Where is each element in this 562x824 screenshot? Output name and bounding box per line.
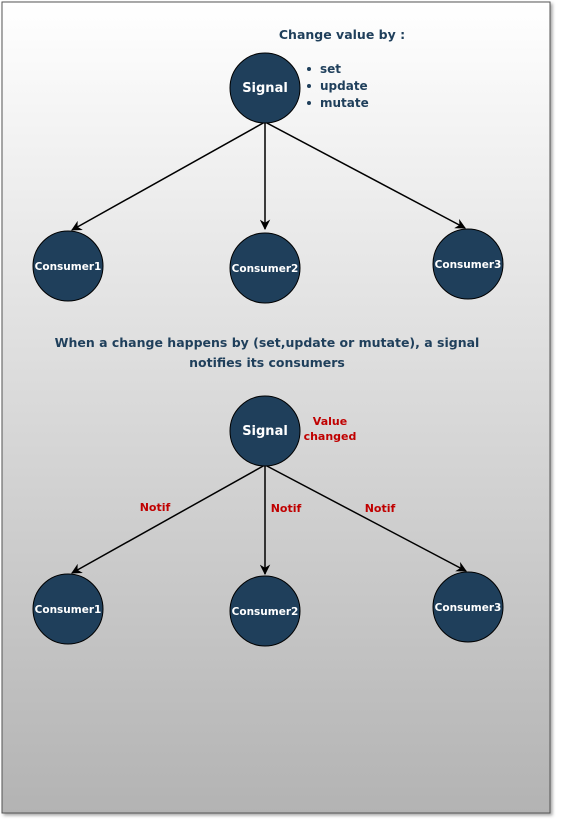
method-item: set bbox=[320, 62, 341, 76]
bottom-diagram: Notif Notif Notif Signal Value changed C… bbox=[32, 395, 504, 647]
top-edge-consumer1 bbox=[71, 121, 266, 231]
top-consumer3-node bbox=[432, 228, 504, 300]
top-consumer2-node bbox=[229, 232, 301, 304]
bottom-consumer1-node bbox=[32, 573, 104, 645]
notif-label-3: Notif bbox=[365, 502, 396, 515]
value-changed-line2: changed bbox=[304, 430, 357, 443]
bottom-consumer1-label: Consumer1 bbox=[35, 604, 102, 616]
bottom-edge-consumer3 bbox=[264, 464, 467, 572]
caption-line2: notifies its consumers bbox=[189, 355, 345, 370]
bottom-signal-node bbox=[229, 395, 301, 467]
bottom-edge-consumer1 bbox=[71, 464, 266, 574]
top-signal-node bbox=[229, 52, 301, 124]
method-item: update bbox=[320, 79, 368, 93]
notif-label-1: Notif bbox=[140, 501, 171, 514]
bullet-icon bbox=[307, 67, 311, 71]
bottom-consumer3-label: Consumer3 bbox=[435, 602, 502, 614]
top-consumer3-label: Consumer3 bbox=[435, 259, 502, 271]
bottom-consumer3-node bbox=[432, 571, 504, 643]
bottom-consumer2-label: Consumer2 bbox=[232, 606, 299, 618]
value-changed-line1: Value bbox=[313, 415, 347, 428]
notif-label-2: Notif bbox=[271, 502, 302, 515]
top-consumer1-node bbox=[32, 230, 104, 302]
bullet-icon bbox=[307, 84, 311, 88]
top-consumer2-label: Consumer2 bbox=[232, 263, 299, 275]
top-heading: Change value by : bbox=[279, 27, 405, 42]
top-edge-consumer3 bbox=[264, 121, 466, 229]
bottom-signal-label: Signal bbox=[242, 424, 288, 439]
caption-line1: When a change happens by (set,update or … bbox=[55, 335, 480, 350]
bullet-icon bbox=[307, 101, 311, 105]
top-consumer1-label: Consumer1 bbox=[35, 261, 102, 273]
method-item: mutate bbox=[320, 96, 369, 110]
caption: When a change happens by (set,update or … bbox=[55, 335, 480, 370]
top-diagram: Change value by : Signal set update muta… bbox=[32, 27, 504, 304]
bottom-consumer2-node bbox=[229, 575, 301, 647]
methods-list: set update mutate bbox=[307, 62, 369, 110]
top-signal-label: Signal bbox=[242, 81, 288, 96]
